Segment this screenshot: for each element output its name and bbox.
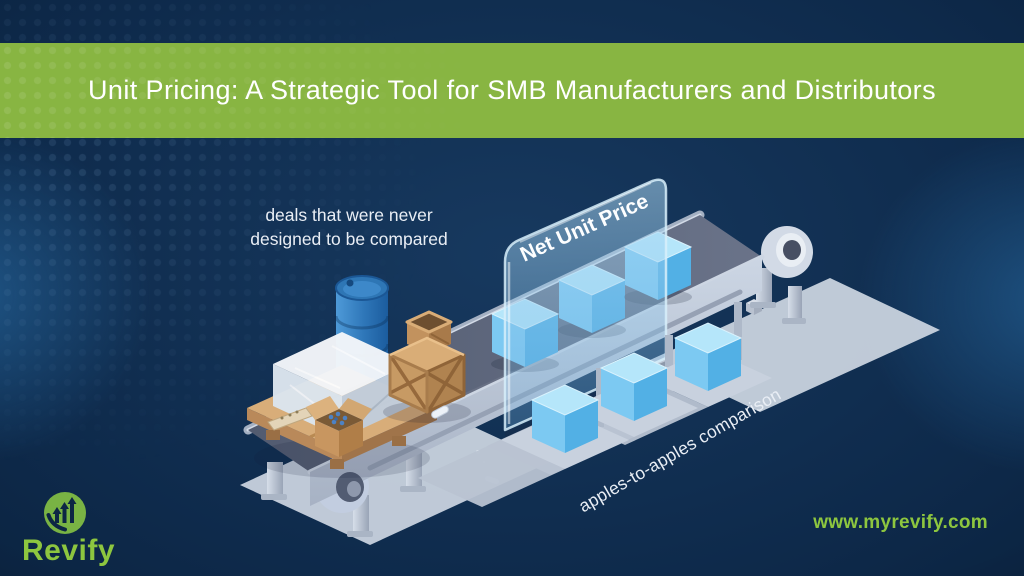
- title-banner: Unit Pricing: A Strategic Tool for SMB M…: [0, 43, 1024, 138]
- revify-wordmark: Revify: [22, 534, 116, 567]
- right-roller: [776, 233, 806, 267]
- left-caption-line2: designed to be compared: [250, 229, 448, 249]
- revify-logo: Revify: [20, 490, 150, 568]
- page-title: Unit Pricing: A Strategic Tool for SMB M…: [88, 75, 936, 105]
- left-caption: deals that were never designed to be com…: [224, 203, 474, 251]
- left-caption-line1: deals that were never: [265, 205, 433, 225]
- website-url: www.myrevify.com: [813, 512, 988, 533]
- growth-arrows-icon: [44, 492, 86, 534]
